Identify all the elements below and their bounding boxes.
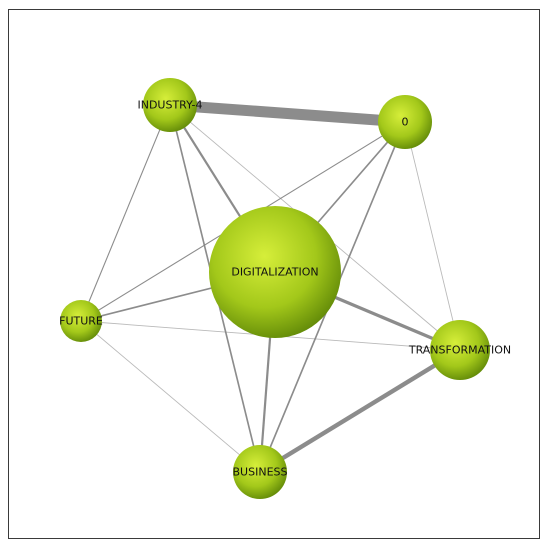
- node-label-zero: 0: [402, 116, 409, 129]
- node-label-industry4: INDUSTRY-4: [137, 99, 202, 112]
- edge-industry4-zero: [169, 99, 406, 128]
- node-label-transformation: TRANSFORMATION: [408, 344, 511, 357]
- node-circle-future[interactable]: [60, 300, 102, 342]
- node-circle-business[interactable]: [233, 445, 287, 499]
- edge-future-business: [80, 320, 261, 473]
- node-zero[interactable]: 0: [378, 95, 432, 149]
- node-circle-industry4[interactable]: [143, 78, 197, 132]
- node-circle-transformation[interactable]: [430, 320, 490, 380]
- node-future[interactable]: FUTURE: [59, 300, 103, 342]
- node-label-business: BUSINESS: [233, 466, 288, 479]
- node-transformation[interactable]: TRANSFORMATION: [408, 320, 511, 380]
- node-industry4[interactable]: INDUSTRY-4: [137, 78, 203, 132]
- node-label-future: FUTURE: [59, 315, 103, 328]
- node-digitalization[interactable]: DIGITALIZATION: [209, 206, 341, 338]
- node-circle-zero[interactable]: [378, 95, 432, 149]
- edge-transformation-business: [258, 348, 462, 474]
- node-circle-digitalization[interactable]: [209, 206, 341, 338]
- edge-zero-transformation: [404, 121, 461, 351]
- node-label-digitalization: DIGITALIZATION: [231, 266, 318, 279]
- edge-industry4-future: [80, 104, 171, 322]
- node-business[interactable]: BUSINESS: [233, 445, 288, 499]
